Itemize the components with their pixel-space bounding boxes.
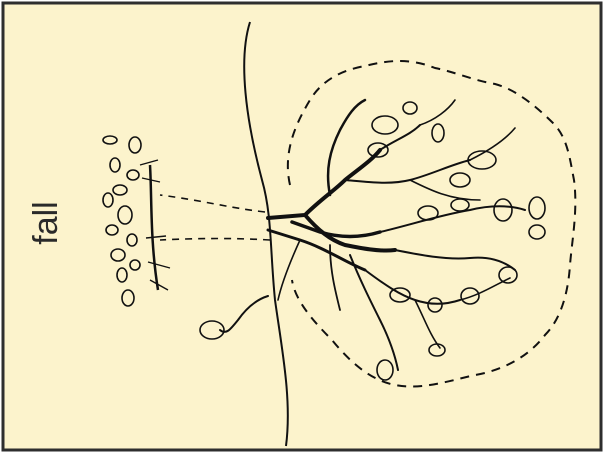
season-caption: fall	[8, 203, 84, 243]
